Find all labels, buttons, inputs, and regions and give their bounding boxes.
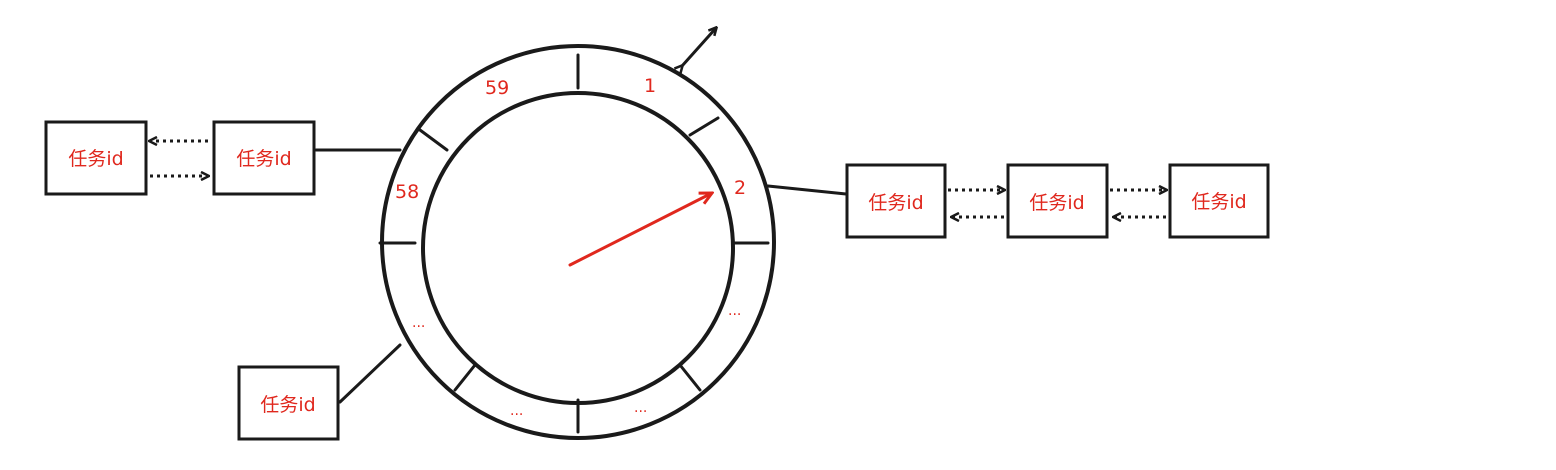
- task-label: 任务id: [868, 192, 923, 214]
- task-box-left-2: 任务id: [212, 120, 316, 196]
- slot-divider: [453, 363, 477, 392]
- task-label: 任务id: [260, 394, 315, 416]
- slot-label-2: 2: [734, 177, 746, 199]
- task-box-right-3: 任务id: [1168, 163, 1270, 239]
- time-wheel: [378, 44, 776, 440]
- task-label: 任务id: [1191, 191, 1246, 213]
- rotation-direction-icon: [682, 28, 716, 66]
- slot-label-ellipsis-right: ...: [728, 303, 741, 319]
- slot-divider: [688, 116, 720, 137]
- slot-divider: [418, 128, 449, 152]
- wheel-inner-ring: [421, 91, 735, 405]
- slot-label-1: 1: [644, 75, 656, 97]
- slot-divider: [678, 363, 702, 392]
- slot-label-59: 59: [485, 77, 509, 99]
- slot-label-ellipsis-bottom-right: ...: [634, 400, 647, 416]
- task-box-left-1: 任务id: [44, 120, 148, 196]
- wheel-outer-ring: [380, 44, 776, 440]
- task-label: 任务id: [1029, 192, 1084, 214]
- task-box-right-2: 任务id: [1006, 163, 1109, 239]
- task-label: 任务id: [236, 148, 291, 170]
- task-box-right-1: 任务id: [845, 163, 947, 239]
- slot-ellipsis-task-link: [338, 343, 402, 404]
- slot-label-58: 58: [395, 181, 419, 203]
- task-box-bottom-left: 任务id: [237, 365, 340, 441]
- current-slot-pointer: [568, 193, 712, 267]
- slot-label-ellipsis-left: ...: [412, 315, 425, 331]
- task-label: 任务id: [68, 148, 123, 170]
- slot-2-task-link: [766, 184, 848, 196]
- slot-label-ellipsis-bottom-left: ...: [510, 403, 523, 419]
